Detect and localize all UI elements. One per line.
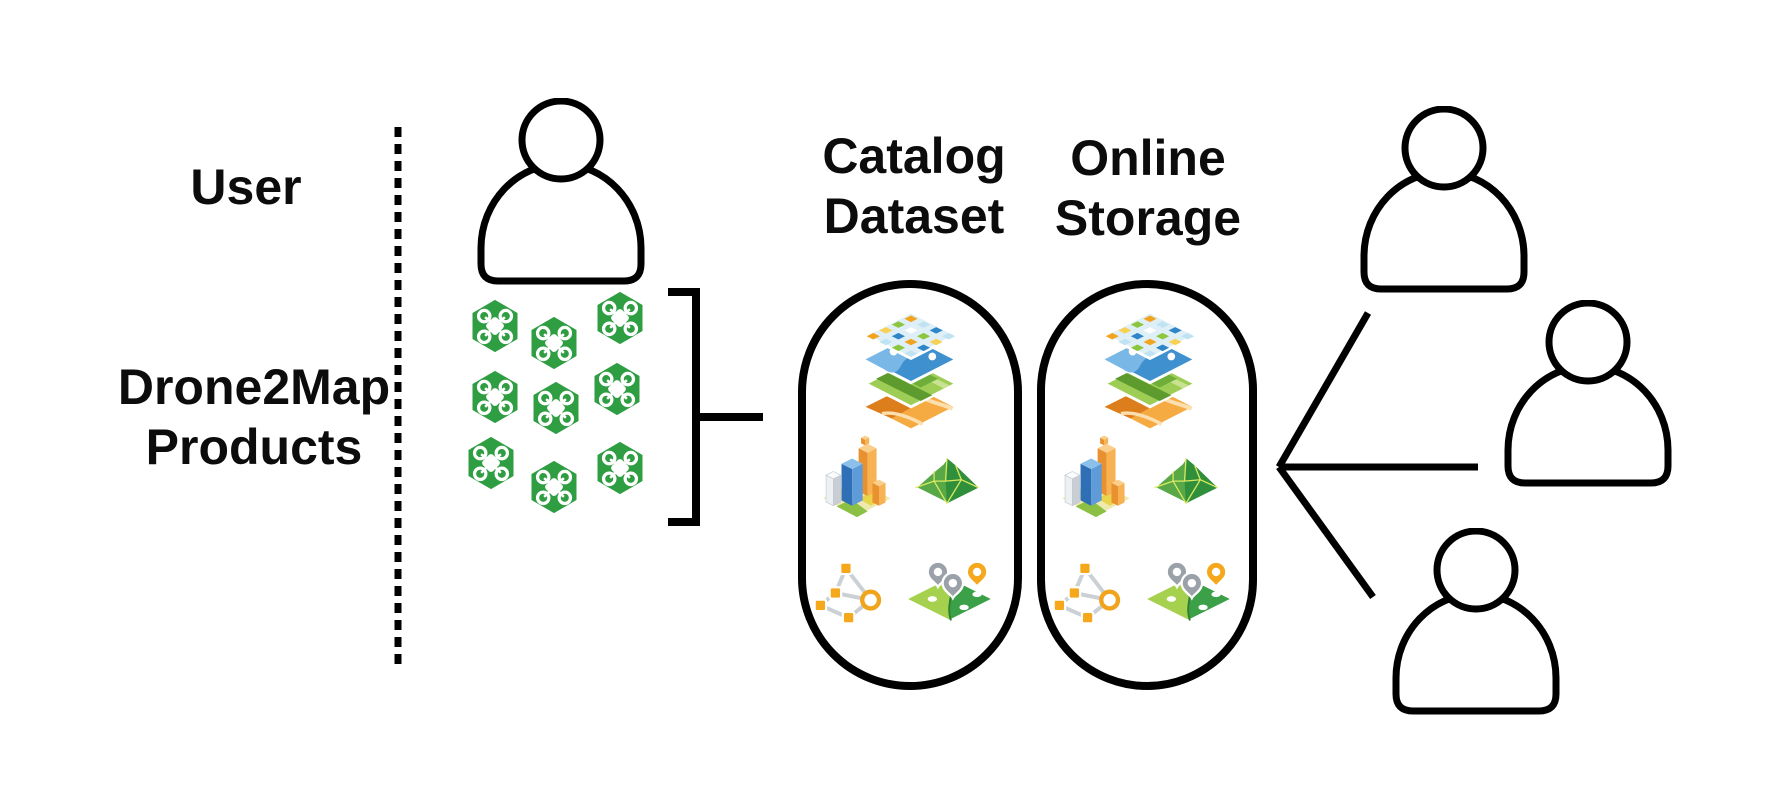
left-user-person-icon	[476, 98, 646, 288]
drone-hexagon-icon	[466, 435, 516, 491]
city-3d-icon	[820, 434, 894, 522]
drone2map-products-label: Drone2Map Products	[117, 359, 391, 475]
drone-hexagon-icon	[592, 361, 642, 417]
city-3d-icon	[1059, 434, 1133, 522]
drone-product-grid	[466, 290, 645, 515]
drone-hexagon-icon	[529, 315, 579, 371]
catalog-dataset-label: Catalog Dataset	[822, 128, 1006, 244]
tin-terrain-icon	[914, 452, 980, 506]
drone-hexagon-icon	[470, 298, 520, 354]
bracket-connector	[668, 288, 763, 526]
right-user-2-person-icon	[1503, 300, 1673, 490]
pins-map-icon	[906, 544, 996, 626]
drone-hexagon-icon	[531, 380, 581, 436]
link-chart-icon	[1051, 556, 1133, 630]
drone-hexagon-icon	[529, 459, 579, 515]
link-chart-icon	[812, 556, 894, 630]
layers-icon	[862, 312, 960, 432]
tin-terrain-icon	[1153, 452, 1219, 506]
catalog-dataset-container	[798, 280, 1022, 690]
right-user-3-person-icon	[1391, 528, 1561, 718]
drone-hexagon-icon	[470, 369, 520, 425]
online-storage-label: Online Storage	[1054, 130, 1242, 246]
drone-hexagon-icon	[595, 440, 645, 496]
online-storage-container	[1037, 280, 1257, 690]
pins-map-icon	[1145, 544, 1235, 626]
right-user-1-person-icon	[1359, 106, 1529, 296]
layers-icon	[1101, 312, 1199, 432]
user-label: User	[190, 159, 302, 215]
drone-hexagon-icon	[595, 290, 645, 346]
